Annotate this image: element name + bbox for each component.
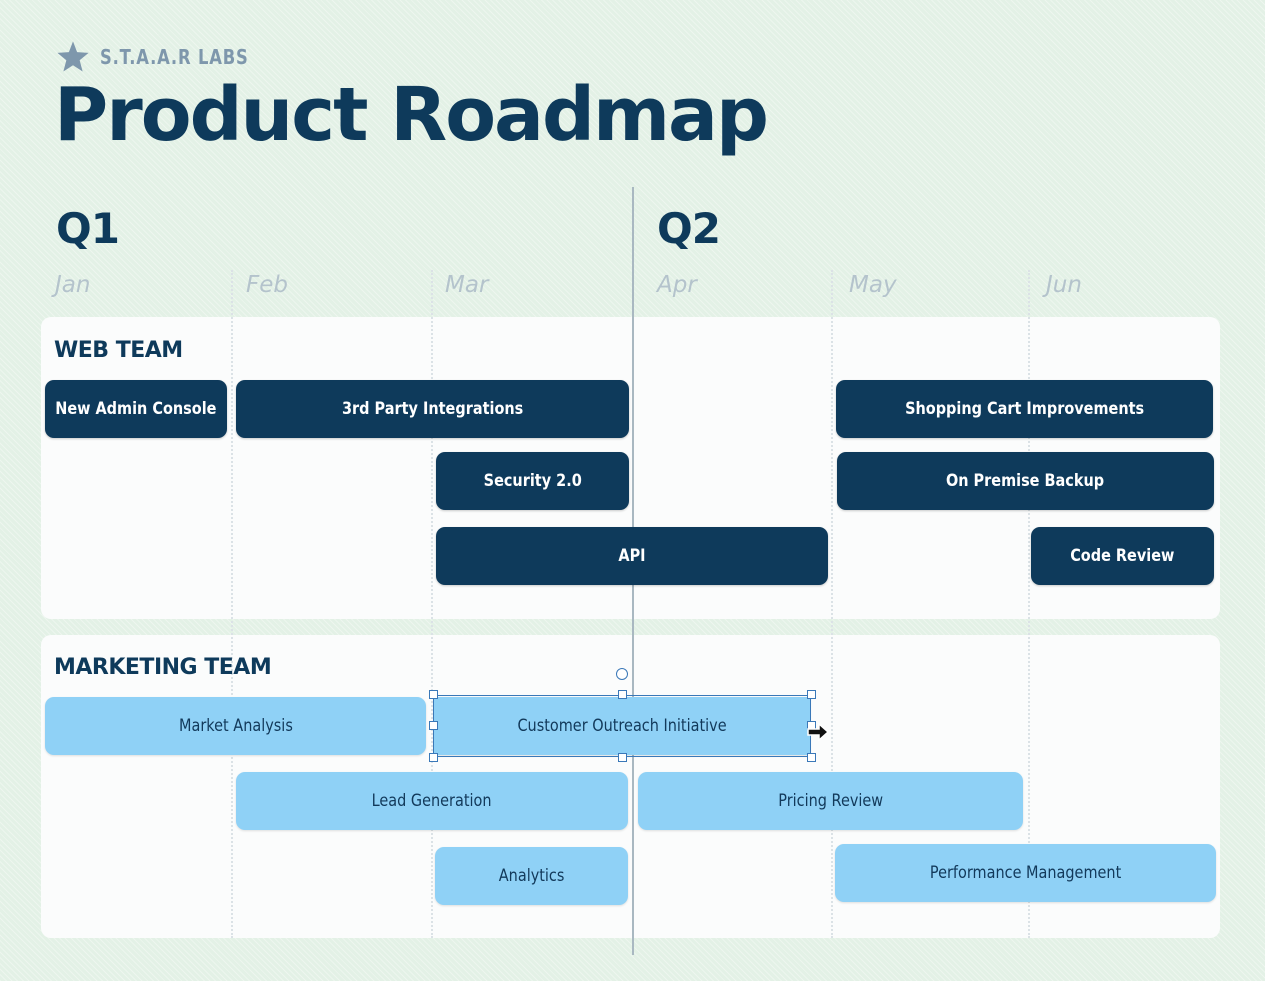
- resize-handle-top-right[interactable]: [807, 690, 816, 699]
- resize-handle-left[interactable]: [429, 721, 438, 730]
- month-label-feb: Feb: [246, 272, 288, 298]
- selection-box: [433, 695, 811, 757]
- task-bar-on-premise-backup[interactable]: On Premise Backup: [837, 452, 1214, 510]
- task-bar-customer-outreach-initiative[interactable]: Customer Outreach Initiative: [434, 697, 810, 755]
- resize-cursor-icon: [807, 722, 830, 742]
- marketing-team-label: MARKETING TEAM: [54, 655, 272, 680]
- resize-handle-bottom-left[interactable]: [429, 753, 438, 762]
- month-label-apr: Apr: [657, 272, 697, 298]
- task-bar-market-analysis[interactable]: Market Analysis: [45, 697, 426, 755]
- resize-handle-top[interactable]: [618, 690, 627, 699]
- task-bar-api[interactable]: API: [436, 527, 828, 585]
- month-label-jun: Jun: [1046, 272, 1082, 298]
- task-bar-code-review[interactable]: Code Review: [1031, 527, 1214, 585]
- page-title: Product Roadmap: [54, 72, 769, 158]
- month-label-may: May: [849, 272, 897, 298]
- brand: S.T.A.A.R LABS: [56, 40, 281, 74]
- month-label-jan: Jan: [55, 272, 91, 298]
- month-label-mar: Mar: [445, 272, 489, 298]
- task-bar-new-admin-console[interactable]: New Admin Console: [45, 380, 227, 438]
- month-gridline: [1028, 270, 1030, 938]
- brand-name: S.T.A.A.R LABS: [100, 45, 249, 69]
- resize-handle-bottom-right[interactable]: [807, 753, 816, 762]
- month-gridline: [431, 270, 433, 938]
- resize-handle-top-left[interactable]: [429, 690, 438, 699]
- task-bar-analytics[interactable]: Analytics: [435, 847, 628, 905]
- resize-handle-bottom[interactable]: [618, 753, 627, 762]
- month-gridline: [831, 270, 833, 938]
- star-icon: [57, 41, 89, 72]
- task-bar-performance-management[interactable]: Performance Management: [835, 844, 1216, 902]
- task-bar-lead-generation[interactable]: Lead Generation: [236, 772, 628, 830]
- task-bar-pricing-review[interactable]: Pricing Review: [638, 772, 1023, 830]
- web-team-label: WEB TEAM: [54, 338, 183, 363]
- task-bar-shopping-cart-improvements[interactable]: Shopping Cart Improvements: [836, 380, 1213, 438]
- task-bar-3rd-party-integrations[interactable]: 3rd Party Integrations: [236, 380, 629, 438]
- rotate-handle[interactable]: [616, 668, 628, 680]
- quarter-label-q2: Q2: [657, 204, 721, 253]
- quarter-label-q1: Q1: [56, 204, 120, 253]
- task-bar-security-2-0[interactable]: Security 2.0: [436, 452, 629, 510]
- month-gridline: [231, 270, 233, 938]
